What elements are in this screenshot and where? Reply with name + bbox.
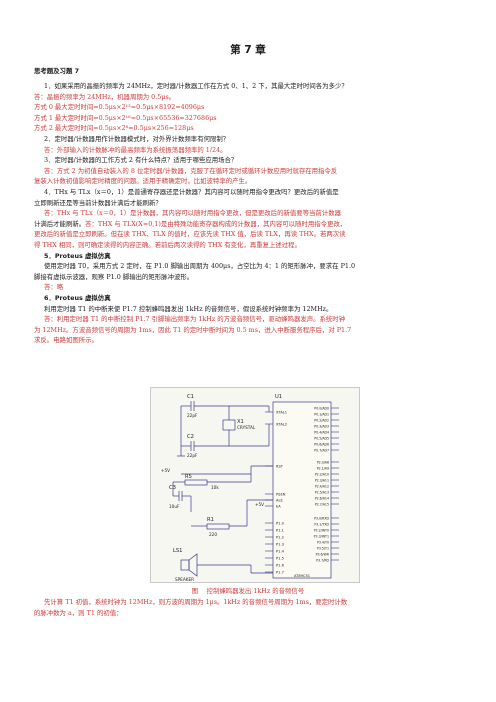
pin-label: P3.0/RXD xyxy=(314,516,329,520)
pin-label: P3.2/INT0 xyxy=(314,528,329,532)
text-line: 计满后才能刷新。答：THX 与 TLX(X=0,1)是由特殊功能寄存器构成的计数… xyxy=(34,219,470,230)
section-heading: 思考题及习题 7 xyxy=(34,67,80,75)
text-line: 3．定时器/计数器的工作方式 2 有什么特点？适用于哪些应用场合？ xyxy=(44,156,238,165)
text-line: 得 THX 相同，则可确定读得的内容正确。若前后两次读得的 THX 有变化，再重… xyxy=(34,241,301,249)
pin-label: P3.6/WR xyxy=(316,552,330,556)
text-line: 答：外部输入的计数脉冲的最高频率为系统振荡器频率的 1/24。 xyxy=(44,145,227,154)
speaker-label: SPEAKER xyxy=(175,577,194,582)
text-line: 求反。电路如图所示。 xyxy=(34,336,98,345)
pin-label: P3.7/RD xyxy=(316,558,329,562)
pin-label: P0.3/AD3 xyxy=(314,424,329,428)
text-line: 答：晶振的频率为 24MHz，机器周期为 0.5μs。 xyxy=(34,92,176,101)
text-line: 6．Proteus 虚拟仿真 xyxy=(44,294,111,302)
pin-label: P2.4/A12 xyxy=(315,484,329,488)
pin-label: P1.7 xyxy=(276,570,284,574)
pin-label: P1.5 xyxy=(276,556,284,560)
pin-label: P0.6/AD6 xyxy=(314,442,329,446)
c2-label: C2 xyxy=(187,434,194,440)
r5-value: 10k xyxy=(211,485,219,490)
pin-label: RST xyxy=(276,464,284,468)
text-line: 方式 2 最大定时时间=0.5μs×2⁸=0.5μs×256=128μs xyxy=(34,124,194,133)
text-line: 先计算 T1 初值，系统时钟为 12MHz，则方波的周期为 1μs。1kHz 的… xyxy=(44,598,348,606)
pin-label: P0.5/AD5 xyxy=(314,436,329,440)
pin-label: P0.4/AD4 xyxy=(314,430,329,434)
figure-caption: 图 控制蜂鸣器发出 1kHz 的音频信号 xyxy=(191,587,305,595)
pin-label: P3.4/T0 xyxy=(317,540,329,544)
c3-value: 10uF xyxy=(169,504,180,509)
c3-label: C3 xyxy=(169,485,176,491)
text-line: 答：THx 与 TLx（x＝0，1）是计数器，其内容可以随时用指令更改，但是更改… xyxy=(44,209,341,218)
pin-label: P0.1/AD1 xyxy=(314,412,329,416)
pin-label: P2.3/A11 xyxy=(315,478,329,482)
pin-label: P0.7/AD7 xyxy=(314,448,329,452)
c1-value: 22pF xyxy=(187,413,198,418)
pin-label: P1.1 xyxy=(276,528,284,532)
c1-label: C1 xyxy=(187,394,194,400)
text-line: 为 12MHz。方波音频信号的周期为 1ms，因此 T1 的定时中断时间为 0.… xyxy=(34,325,352,334)
pin-label: PSEN xyxy=(276,492,286,496)
text-line: 4．THx 与 TLx（x＝0，1）是普通寄存器还是计数器？其内容可以随时用指令… xyxy=(44,188,339,196)
text-line: 的脉冲数为 a，则 T1 的初值： xyxy=(34,608,123,617)
text-line: 复装入计数初值影响定时精度的问题。适用于精确定时，比如波特率的产生。 xyxy=(34,177,252,186)
r5-label: R5 xyxy=(185,474,192,480)
question-text: 计满后才能刷新。 xyxy=(34,219,86,228)
c2-value: 22pF xyxy=(187,453,198,458)
pin-label: P2.6/A14 xyxy=(315,496,329,500)
pin-label: P2.1/A9 xyxy=(317,466,329,470)
text-line: 方式 0 最大定时时间=0.5μs×2¹³=0.5μs×8192=4096μs xyxy=(34,103,205,112)
text-line: 答：利用定时器 T1 的中断控制 P1.7 引脚输出频率为 1kHz 的方波音频… xyxy=(44,315,346,324)
u1-label: U1 xyxy=(275,394,282,400)
text-line: 2．定时器/计数器用作计数器模式时，对外界计数频率有何限制？ xyxy=(44,135,230,143)
chapter-title: 第 7 章 xyxy=(230,44,266,56)
ls1-label: LS1 xyxy=(173,548,182,554)
pin-label: P3.3/INT1 xyxy=(314,534,329,538)
pin-label: XTAL1 xyxy=(276,410,287,414)
chip-label: AT89C51 xyxy=(294,574,310,578)
pin-label: P0.0/AD0 xyxy=(314,406,329,410)
pin-label: P2.0/A8 xyxy=(317,460,329,464)
pin-label: P0.2/AD2 xyxy=(314,418,329,422)
pin-label: XTAL2 xyxy=(276,422,287,426)
r1-value: 220 xyxy=(209,532,217,537)
pin-label: P3.1/TXD xyxy=(314,522,329,526)
x1-label: X1 xyxy=(237,419,244,425)
pin-label: P1.2 xyxy=(276,535,284,539)
r1-label: R1 xyxy=(207,517,214,523)
text-line: 方式 1 最大定时时间=0.5μs×2¹⁶=0.5μs×65536=327686… xyxy=(34,113,217,122)
text-line: 答：略 xyxy=(44,283,64,292)
vcc-label: +5V xyxy=(161,468,170,473)
text-line: 答：方式 2 为初值自动装入的 8 位定时器/计数器，克服了在循环定时或循环计数… xyxy=(44,166,338,175)
pin-label: P1.3 xyxy=(276,542,284,546)
text-line: 立即刷新还是等当前计数器计满后才能刷新？ xyxy=(34,198,162,207)
pin-label: P1.4 xyxy=(276,549,285,553)
pin-label: P1.6 xyxy=(276,563,285,567)
pin-label: P2.2/A10 xyxy=(315,472,329,476)
pin-label: EA xyxy=(276,504,281,508)
text-line: 1．如果采用的晶振的频率为 24MHz，定时器/计数器工作在方式 0、1、2 下… xyxy=(44,82,348,90)
text-line: 5．Proteus 虚拟仿真 xyxy=(44,251,111,260)
text-line: 利用定时器 T1 的中断来使 P1.7 控制蜂鸣器发出 1kHz 的音频信号，假… xyxy=(44,304,333,313)
text-line: 脚接有虚拟示波器，观察 P1.0 脚输出的矩形脉冲波形。 xyxy=(34,272,194,281)
text-line: 使用定时器 T0，采用方式 2 定时，在 P1.0 脚输出周期为 400μs，占… xyxy=(44,262,356,271)
pin-label: ALE xyxy=(276,498,283,502)
x1-value: CRYSTAL xyxy=(237,425,256,430)
vcc-label-2: +5V xyxy=(255,502,264,507)
text-line: 更改后的新值是立即刷新。但在读 THX、TLX 的值时，应该先读 THX 值，后… xyxy=(34,230,346,239)
pin-label: P3.5/T1 xyxy=(317,546,329,550)
answer-text: 答：THX 与 TLX(X=0,1)是由特殊功能寄存器构成的计数器，其内容可以随… xyxy=(85,219,347,228)
pin-label: P2.7/A15 xyxy=(315,502,329,506)
pin-label: P1.0 xyxy=(276,521,285,525)
pin-label: P2.5/A13 xyxy=(315,490,329,494)
